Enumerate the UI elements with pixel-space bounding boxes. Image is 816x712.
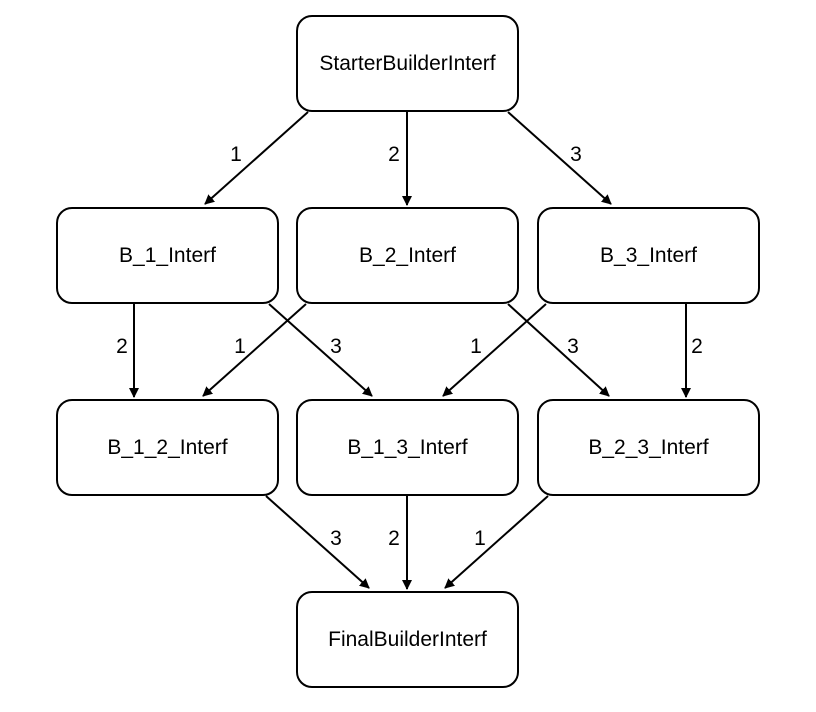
edge-b3-to-b23: 2 (681, 304, 703, 398)
edge-label: 1 (474, 527, 486, 550)
edge-starter-to-b3: 3 (507, 111, 612, 205)
edge-label: 3 (567, 335, 579, 358)
node-b12: B_1_2_Interf (56, 399, 279, 496)
edges: 1 2 3 2 3 1 3 1 (116, 111, 703, 590)
edge-label: 1 (230, 143, 242, 166)
edge-starter-to-b2: 2 (388, 112, 412, 206)
edge-label: 3 (330, 335, 342, 358)
node-starter-builder: StarterBuilderInterf (296, 15, 519, 112)
edge-b1-to-b12: 2 (116, 304, 139, 398)
edge-label: 2 (116, 335, 128, 358)
edge-label: 2 (388, 143, 400, 166)
edge-b2-to-b23: 3 (507, 303, 610, 397)
node-label: B_1_2_Interf (107, 436, 227, 459)
edge-b1-to-b13: 3 (268, 303, 373, 397)
node-b23: B_2_3_Interf (537, 399, 760, 496)
node-label: B_2_3_Interf (588, 436, 708, 459)
edge-starter-to-b1: 1 (204, 111, 309, 205)
node-label: StarterBuilderInterf (319, 52, 495, 75)
node-b3: B_3_Interf (537, 207, 760, 304)
node-label: B_1_Interf (119, 244, 216, 267)
node-label: B_2_Interf (359, 244, 456, 267)
node-b13: B_1_3_Interf (296, 399, 519, 496)
nodes: StarterBuilderInterf B_1_Interf B_2_Inte… (56, 15, 760, 688)
node-label: FinalBuilderInterf (328, 628, 487, 651)
edge-label: 3 (570, 143, 582, 166)
edge-b23-to-final: 1 (444, 495, 549, 589)
edge-b3-to-b13: 1 (442, 303, 547, 397)
edge-b2-to-b12: 1 (202, 303, 307, 397)
node-label: B_3_Interf (600, 244, 697, 267)
edge-b12-to-final: 3 (265, 495, 370, 589)
edge-label: 2 (691, 335, 703, 358)
node-b2: B_2_Interf (296, 207, 519, 304)
node-label: B_1_3_Interf (347, 436, 467, 459)
edge-label: 3 (330, 527, 342, 550)
edge-label: 1 (470, 335, 482, 358)
edge-label: 1 (234, 335, 246, 358)
node-final-builder: FinalBuilderInterf (296, 591, 519, 688)
edge-label: 2 (388, 527, 400, 550)
edge-b13-to-final: 2 (388, 496, 412, 590)
node-b1: B_1_Interf (56, 207, 279, 304)
